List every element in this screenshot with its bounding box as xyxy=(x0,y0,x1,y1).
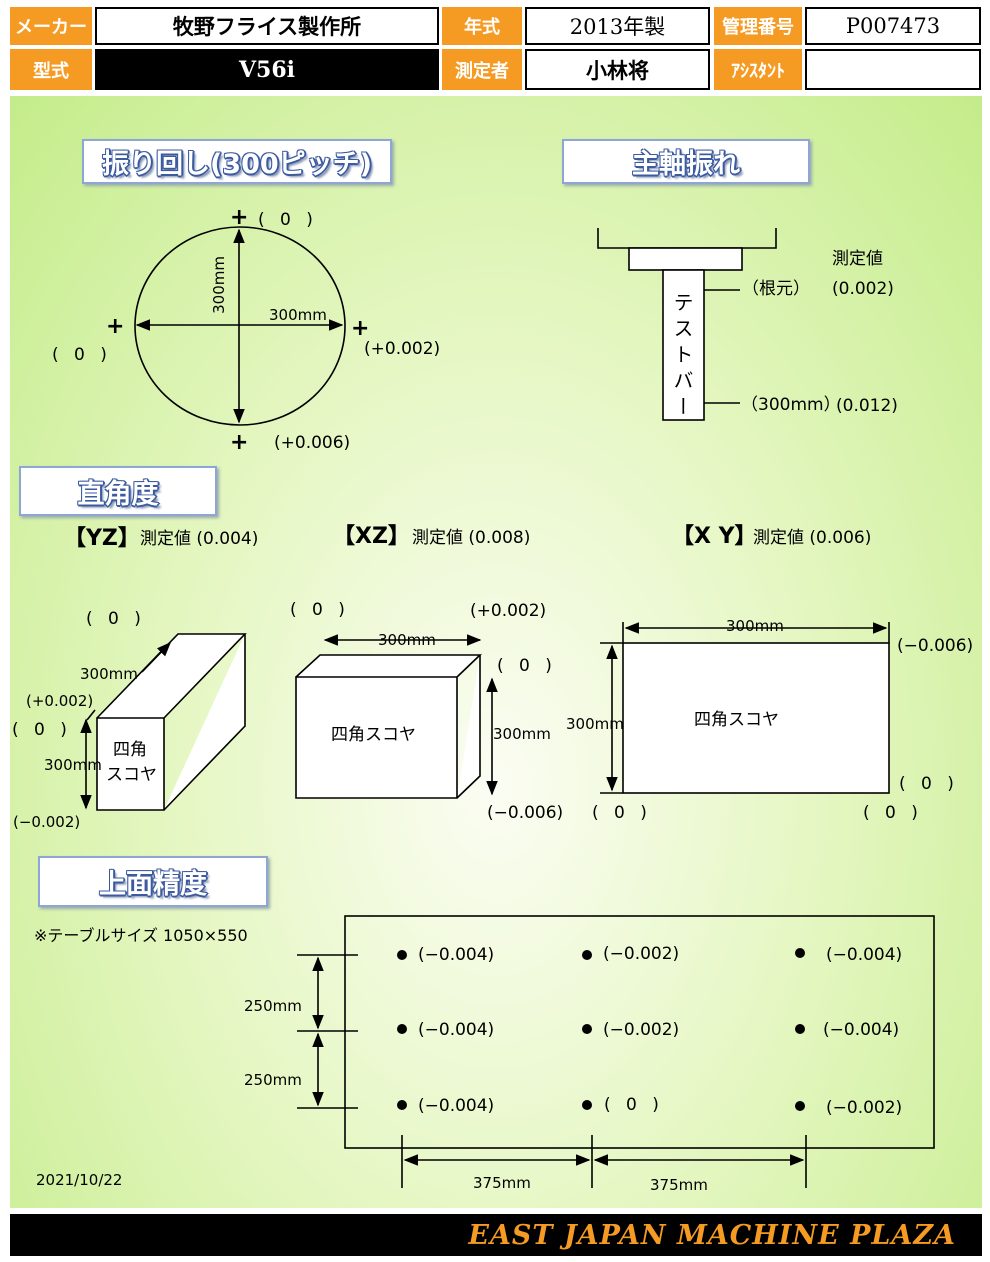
flat-value-r1c1: (−0.004) xyxy=(418,945,495,965)
swing-plus-left: + xyxy=(106,314,125,339)
xy-square xyxy=(622,642,890,794)
xz-label: 【XZ】 xyxy=(333,524,410,549)
spindle-root-label: （根元） xyxy=(742,279,810,299)
flat-value-r2c1: (−0.004) xyxy=(418,1020,495,1040)
footer-bar: EAST JAPAN MACHINE PLAZA xyxy=(10,1214,982,1256)
swing-plus-right: + xyxy=(351,316,370,341)
swing-left-value: ( 0 ) xyxy=(52,345,107,365)
xy-label: 【X Y】 xyxy=(672,524,757,549)
xz-dim-v: 300mm xyxy=(493,725,551,743)
xy-square-label: 四角スコヤ xyxy=(694,710,779,730)
swing-circle xyxy=(134,226,346,426)
xy-right-low-value: ( 0 ) xyxy=(899,774,954,794)
spindle-tip-value: (0.012) xyxy=(836,396,898,416)
xy-dim-v: 300mm xyxy=(566,715,624,733)
test-bar-label: テストバー xyxy=(670,292,694,422)
model-label: 型式 xyxy=(10,49,92,90)
flatness-title: 上面精度 xyxy=(38,856,268,907)
test-bar xyxy=(662,269,705,421)
measure-point xyxy=(582,1024,592,1034)
yz-label: 【YZ】 xyxy=(64,526,140,551)
yz-dim-diag: 300mm xyxy=(80,665,138,683)
xz-top-right-value: (+0.002) xyxy=(470,601,547,621)
xy-bottom-right-value: ( 0 ) xyxy=(863,803,918,823)
year-label: 年式 xyxy=(442,7,522,45)
xz-top-left-value: ( 0 ) xyxy=(290,600,345,620)
measure-point xyxy=(795,948,805,958)
year-value: 2013年製 xyxy=(525,7,710,45)
yz-mid-value: ( 0 ) xyxy=(12,720,67,740)
yz-top-value: ( 0 ) xyxy=(86,609,141,629)
measure-point xyxy=(795,1024,805,1034)
swing-right-value: (+0.002) xyxy=(364,339,441,359)
squareness-title: 直角度 xyxy=(19,466,217,516)
yz-bottom-value: (−0.002) xyxy=(13,813,81,831)
xz-measured: 測定値 (0.008) xyxy=(412,528,531,548)
maker-value: 牧野フライス製作所 xyxy=(95,7,439,45)
xz-bottom-right-value: (−0.006) xyxy=(487,803,564,823)
table-size-note: ※テーブルサイズ 1050×550 xyxy=(34,926,248,945)
inspector-value: 小林将 xyxy=(525,49,710,90)
table-outline xyxy=(344,915,935,1149)
xy-bottom-left-value: ( 0 ) xyxy=(592,803,647,823)
spindle-tip-label: （300mm） xyxy=(741,395,841,415)
xy-top-right-value: (−0.006) xyxy=(897,636,974,656)
swing-bottom-value: (+0.006) xyxy=(274,433,351,453)
yz-square xyxy=(96,633,247,811)
swing-top-value: ( 0 ) xyxy=(258,210,313,230)
flat-dim-v1: 250mm xyxy=(244,997,302,1015)
flat-value-r1c2: (−0.002) xyxy=(603,944,680,964)
yz-upper-value: (+0.002) xyxy=(26,692,94,710)
flat-value-r2c3: (−0.004) xyxy=(823,1020,900,1040)
measure-point xyxy=(397,950,407,960)
measure-point xyxy=(397,1100,407,1110)
spindle-title: 主軸振れ xyxy=(562,139,810,184)
model-value: V56i xyxy=(95,49,439,90)
xz-dim-h: 300mm xyxy=(378,631,436,649)
flat-value-r1c3: (−0.004) xyxy=(826,945,903,965)
measure-point xyxy=(397,1024,407,1034)
yz-measured: 測定値 (0.004) xyxy=(140,529,259,549)
spindle-head xyxy=(597,228,777,249)
xz-right-mid-value: ( 0 ) xyxy=(497,656,552,676)
xy-measured: 測定値 (0.006) xyxy=(753,528,872,548)
spindle-root-value: (0.002) xyxy=(832,279,894,299)
swing-plus-top: + xyxy=(230,205,249,230)
assistant-label: ｱｼｽﾀﾝﾄ xyxy=(714,49,802,90)
measure-point xyxy=(795,1101,805,1111)
measure-point xyxy=(582,1100,592,1110)
swing-title: 振り回し(300ピッチ) xyxy=(82,139,392,184)
flat-value-r2c2: (−0.002) xyxy=(603,1020,680,1040)
xz-square-label: 四角スコヤ xyxy=(331,725,416,745)
measure-point xyxy=(582,950,592,960)
yz-dim-v: 300mm xyxy=(44,756,102,774)
xz-square xyxy=(295,654,482,799)
assistant-value xyxy=(805,49,981,90)
spindle-measured-label: 測定値 xyxy=(832,249,883,269)
spindle-collar xyxy=(628,247,743,271)
flat-value-r3c1: (−0.004) xyxy=(418,1096,495,1116)
swing-dim-v: 300mm xyxy=(210,256,228,314)
flat-value-r3c2: ( 0 ) xyxy=(604,1095,659,1115)
company-name: EAST JAPAN MACHINE PLAZA xyxy=(468,1220,956,1251)
inspector-label: 測定者 xyxy=(442,49,522,90)
swing-dim-h: 300mm xyxy=(269,306,327,324)
swing-plus-bottom: + xyxy=(230,430,249,455)
mgmt-value: P007473 xyxy=(805,7,981,45)
yz-square-line2: スコヤ xyxy=(106,765,157,785)
report-date: 2021/10/22 xyxy=(36,1171,123,1189)
flat-dim-h2: 375mm xyxy=(650,1176,708,1194)
flat-value-r3c3: (−0.002) xyxy=(826,1098,903,1118)
flat-dim-h1: 375mm xyxy=(473,1174,531,1192)
xy-dim-h: 300mm xyxy=(726,617,784,635)
yz-square-line1: 四角 xyxy=(113,740,147,760)
maker-label: メーカー xyxy=(10,7,92,45)
mgmt-label: 管理番号 xyxy=(714,7,802,45)
flat-dim-v2: 250mm xyxy=(244,1071,302,1089)
